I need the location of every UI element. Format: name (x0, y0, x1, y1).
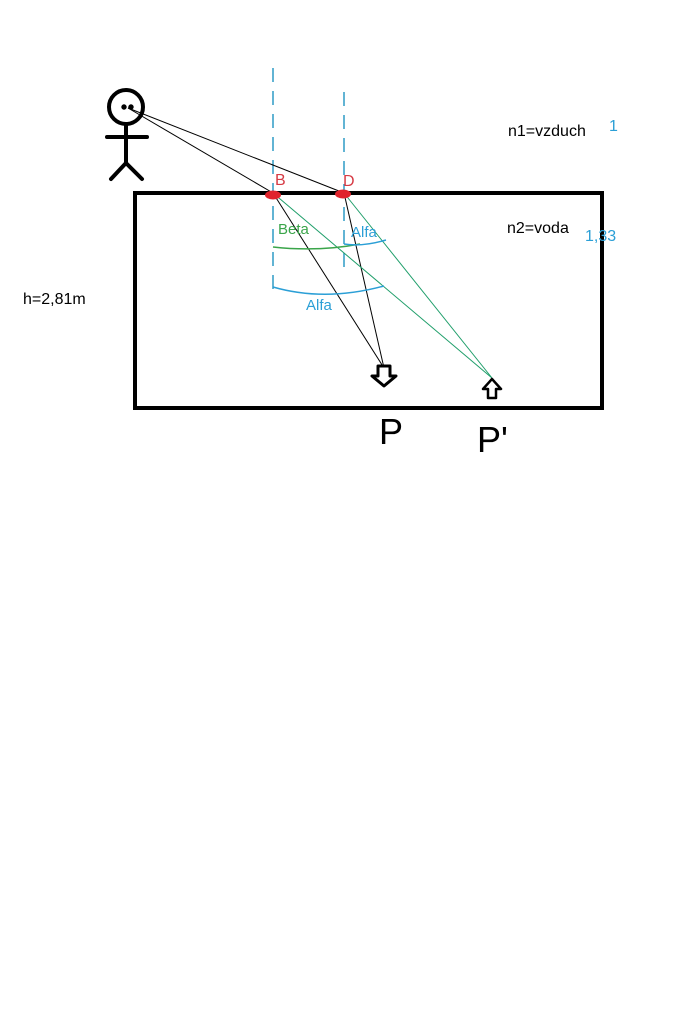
ray-b-to-p (272, 192, 385, 369)
point-d-label: D (343, 173, 355, 190)
ray-eye-to-d (127, 107, 345, 194)
alfa-arc-d (343, 239, 387, 246)
n1-value: 1 (609, 118, 618, 135)
ray-eye-to-b (127, 107, 274, 194)
object-arrow-icon (370, 364, 398, 388)
height-label: h=2,81m (23, 291, 86, 308)
alfa-arc-b (272, 285, 385, 295)
n2-label: n2=voda (507, 220, 569, 237)
beta-label: Beta (278, 221, 310, 238)
image-label-p-prime: P' (477, 419, 508, 460)
n2-value: 1,33 (585, 228, 616, 245)
n1-label: n1=vzduch (508, 123, 586, 140)
point-d-marker (335, 189, 351, 199)
point-b-label: B (275, 172, 286, 189)
image-arrow-icon (481, 377, 503, 400)
observer-icon (105, 88, 149, 181)
ray-d-to-p (343, 192, 385, 369)
water-tank (133, 191, 604, 410)
apparent-ray-b (272, 192, 493, 379)
alfa-label-b: Alfa (306, 297, 333, 314)
apparent-ray-d (343, 192, 493, 379)
object-label-p: P (379, 411, 403, 452)
point-b-marker (265, 190, 281, 200)
alfa-label-d: Alfa (351, 224, 378, 241)
